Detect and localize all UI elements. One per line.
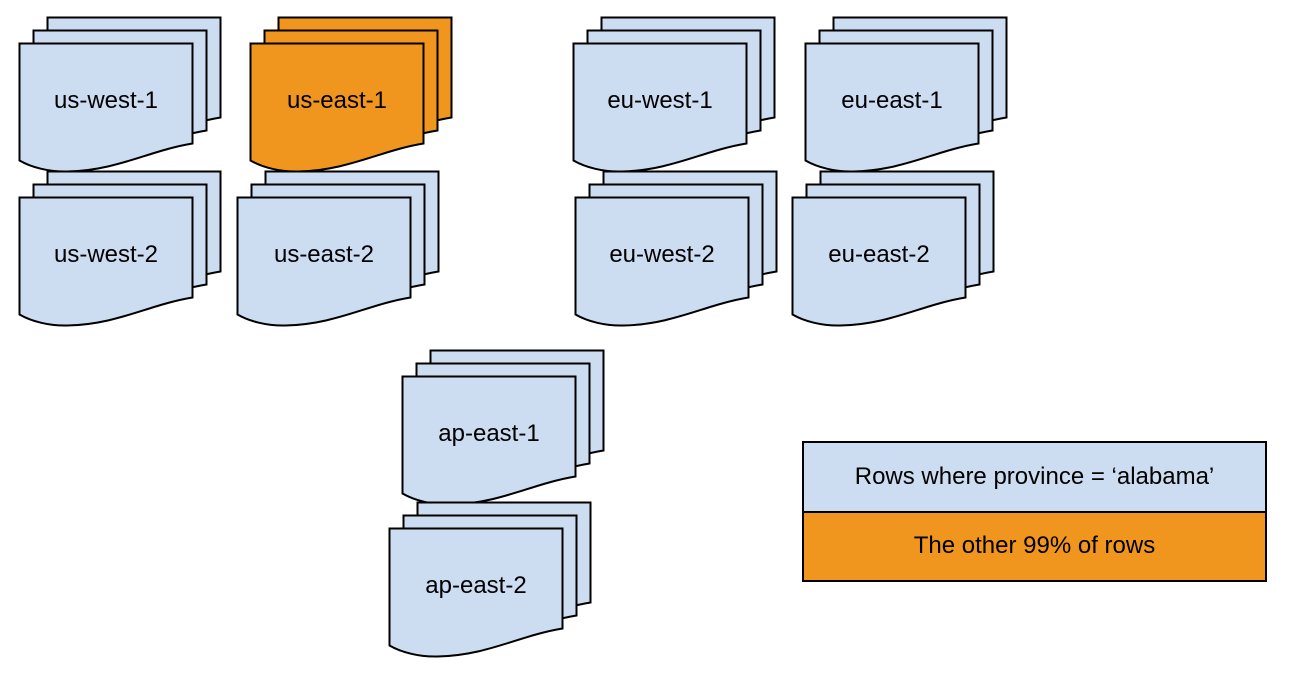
region-stack-us-east-1: us-east-1 [249,16,455,176]
document-stack-icon [572,16,776,173]
document-stack-icon [401,349,605,506]
document-stack-icon [791,170,995,327]
document-stack-icon [236,170,440,327]
region-stack-us-west-2: us-west-2 [18,170,224,330]
region-stack-eu-west-1: eu-west-1 [572,16,778,176]
document-stack-icon [249,16,453,173]
legend-item-other-rows: The other 99% of rows [804,510,1265,580]
document-stack-icon [574,170,778,327]
document-stack-icon [18,16,222,173]
document-stack-icon [18,170,222,327]
region-stack-eu-west-2: eu-west-2 [574,170,780,330]
region-stack-eu-east-1: eu-east-1 [804,16,1010,176]
region-stack-us-east-2: us-east-2 [236,170,442,330]
region-stack-eu-east-2: eu-east-2 [791,170,997,330]
region-stack-us-west-1: us-west-1 [18,16,224,176]
legend-item-alabama-rows: Rows where province = ‘alabama’ [804,443,1265,511]
region-stack-ap-east-2: ap-east-2 [388,501,594,661]
legend: Rows where province = ‘alabama’ The othe… [802,441,1267,582]
document-stack-icon [388,501,592,658]
region-stack-ap-east-1: ap-east-1 [401,349,607,509]
document-stack-icon [804,16,1008,173]
